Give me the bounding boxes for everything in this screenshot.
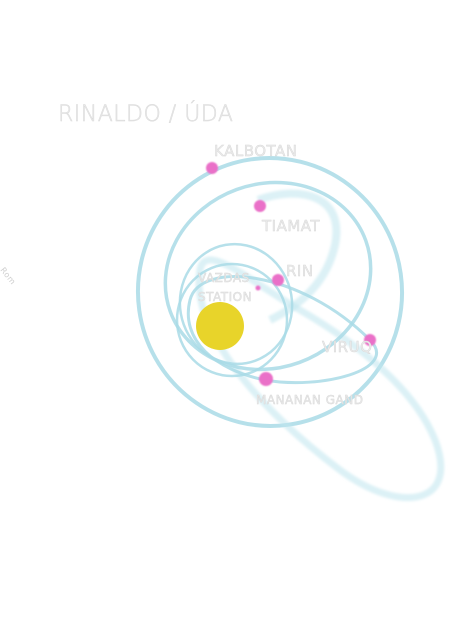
body-labels: KALBOTAN TIAMAT RIN VAZDAS STATION VIRUQ… [198,142,372,408]
edge-label: Rom [0,266,17,287]
orbit-inner [175,262,289,378]
label-rin: RIN [286,262,314,280]
label-vazdas-station-1: VAZDAS [198,271,250,285]
star [196,302,244,350]
planet-rin[interactable] [272,274,284,286]
label-kalbotan: KALBOTAN [214,142,298,160]
planet-viruq[interactable] [364,334,376,346]
orbit-viruq [186,275,378,385]
label-mananan-gand: MANANAN GAND [256,393,363,407]
planet-kalbotan[interactable] [206,162,218,174]
label-vazdas-station-2: STATION [198,290,252,304]
planet-mananan-gand[interactable] [259,372,273,386]
system-title: RINALDO / ÚDA [58,101,233,127]
orbits [135,156,445,502]
label-tiamat: TIAMAT [261,217,320,235]
planets [206,162,376,386]
orbit-tiamat [163,180,373,372]
planet-tiamat[interactable] [254,200,266,212]
orbit-mananan-gand [195,256,445,502]
vazdas-station-marker[interactable] [255,285,261,291]
orbit-rin [178,242,294,366]
label-viruq: VIRUQ [322,338,372,356]
